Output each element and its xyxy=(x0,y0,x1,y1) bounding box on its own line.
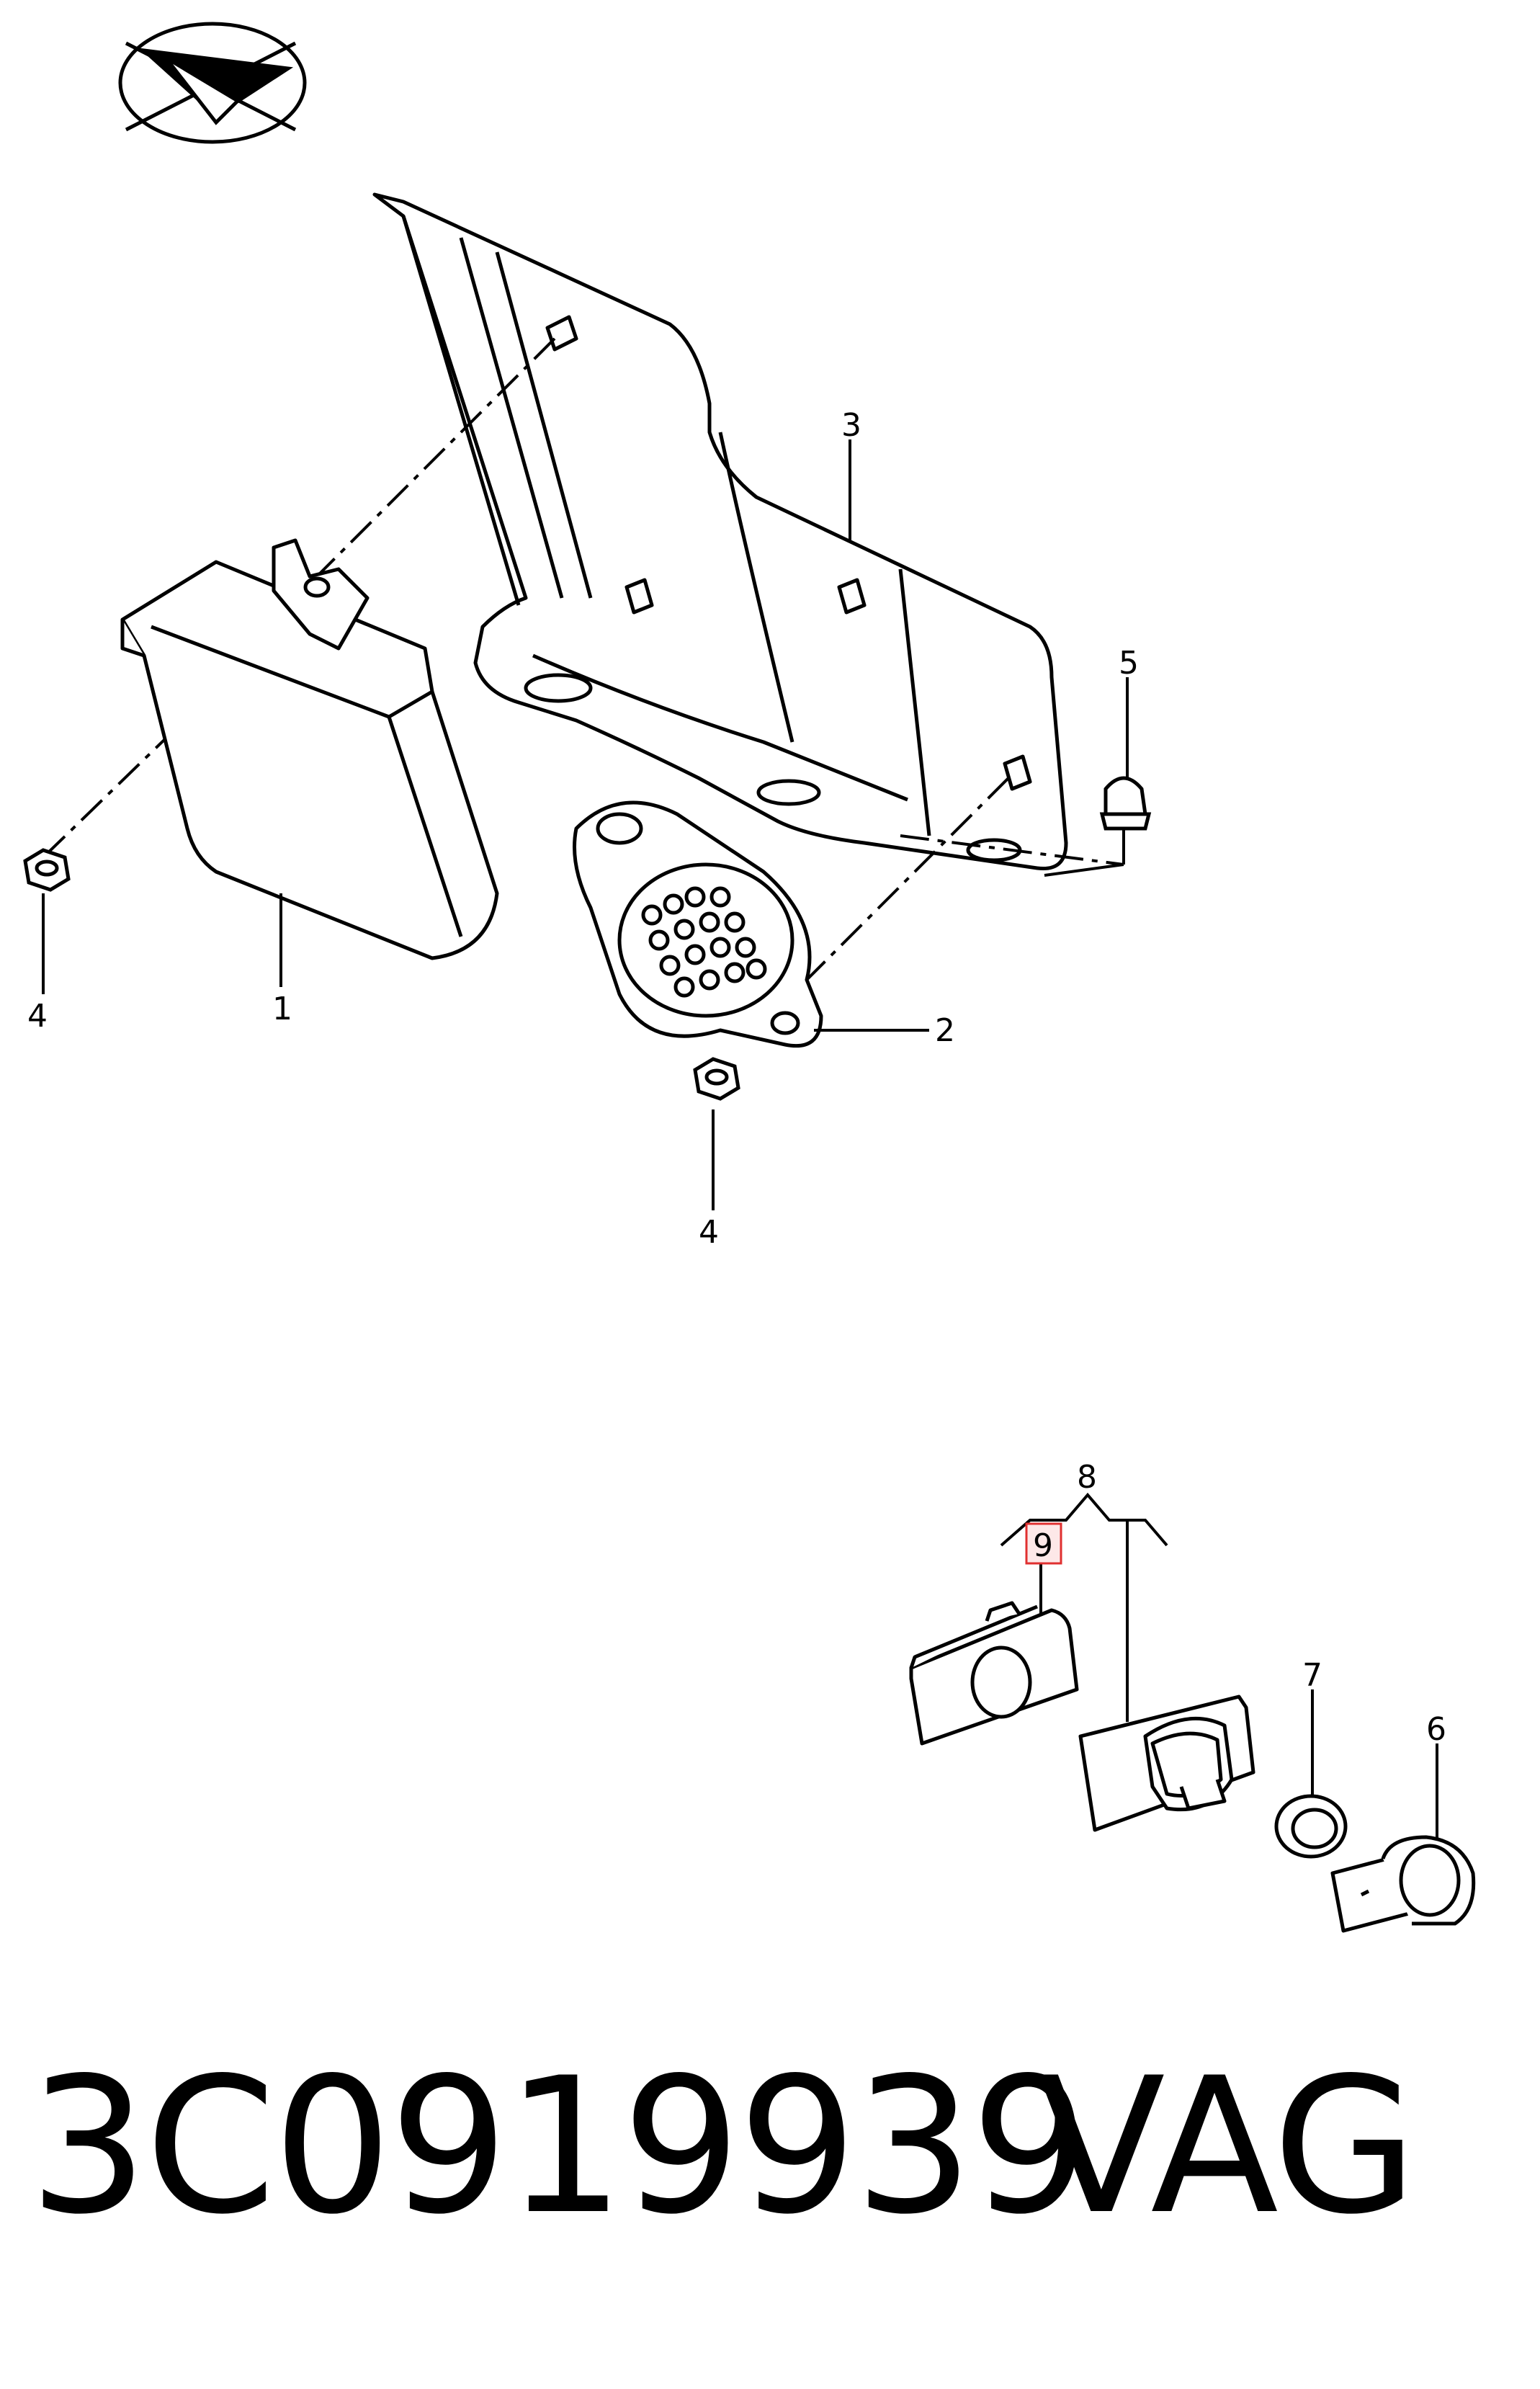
hex-nut-lower xyxy=(693,1057,740,1101)
buzzer-grille xyxy=(641,886,767,998)
control-unit xyxy=(120,538,499,960)
sensor-cover-plate xyxy=(909,1601,1079,1746)
callout-6: 6 xyxy=(1426,1711,1446,1748)
callout-7: 7 xyxy=(1302,1657,1322,1694)
callout-3: 3 xyxy=(841,407,861,444)
callout-5: 5 xyxy=(1119,645,1139,682)
brand-name: VAG xyxy=(1037,2038,1418,2256)
callout-9: 9 xyxy=(1033,1527,1053,1564)
callout-1: 1 xyxy=(272,991,292,1027)
callout-9-highlight: 9 xyxy=(1025,1522,1062,1565)
sensor-holder xyxy=(1078,1694,1255,1832)
warning-buzzer xyxy=(573,800,823,1048)
orientation-logo xyxy=(118,22,307,144)
part-number: 3C0919939 xyxy=(29,2038,1090,2256)
leader-lines xyxy=(42,439,1438,1844)
bracket-studs xyxy=(545,315,1032,791)
callout-8: 8 xyxy=(1077,1459,1097,1496)
sealing-ring xyxy=(1274,1794,1348,1859)
callout-2: 2 xyxy=(935,1012,955,1049)
cap-nut xyxy=(1099,776,1152,831)
callout-4-lower: 4 xyxy=(699,1214,719,1251)
callout-4-left: 4 xyxy=(27,998,48,1035)
parking-sensor xyxy=(1330,1835,1476,1933)
mounting-bracket xyxy=(372,192,1068,871)
hex-nut-left xyxy=(23,848,71,892)
